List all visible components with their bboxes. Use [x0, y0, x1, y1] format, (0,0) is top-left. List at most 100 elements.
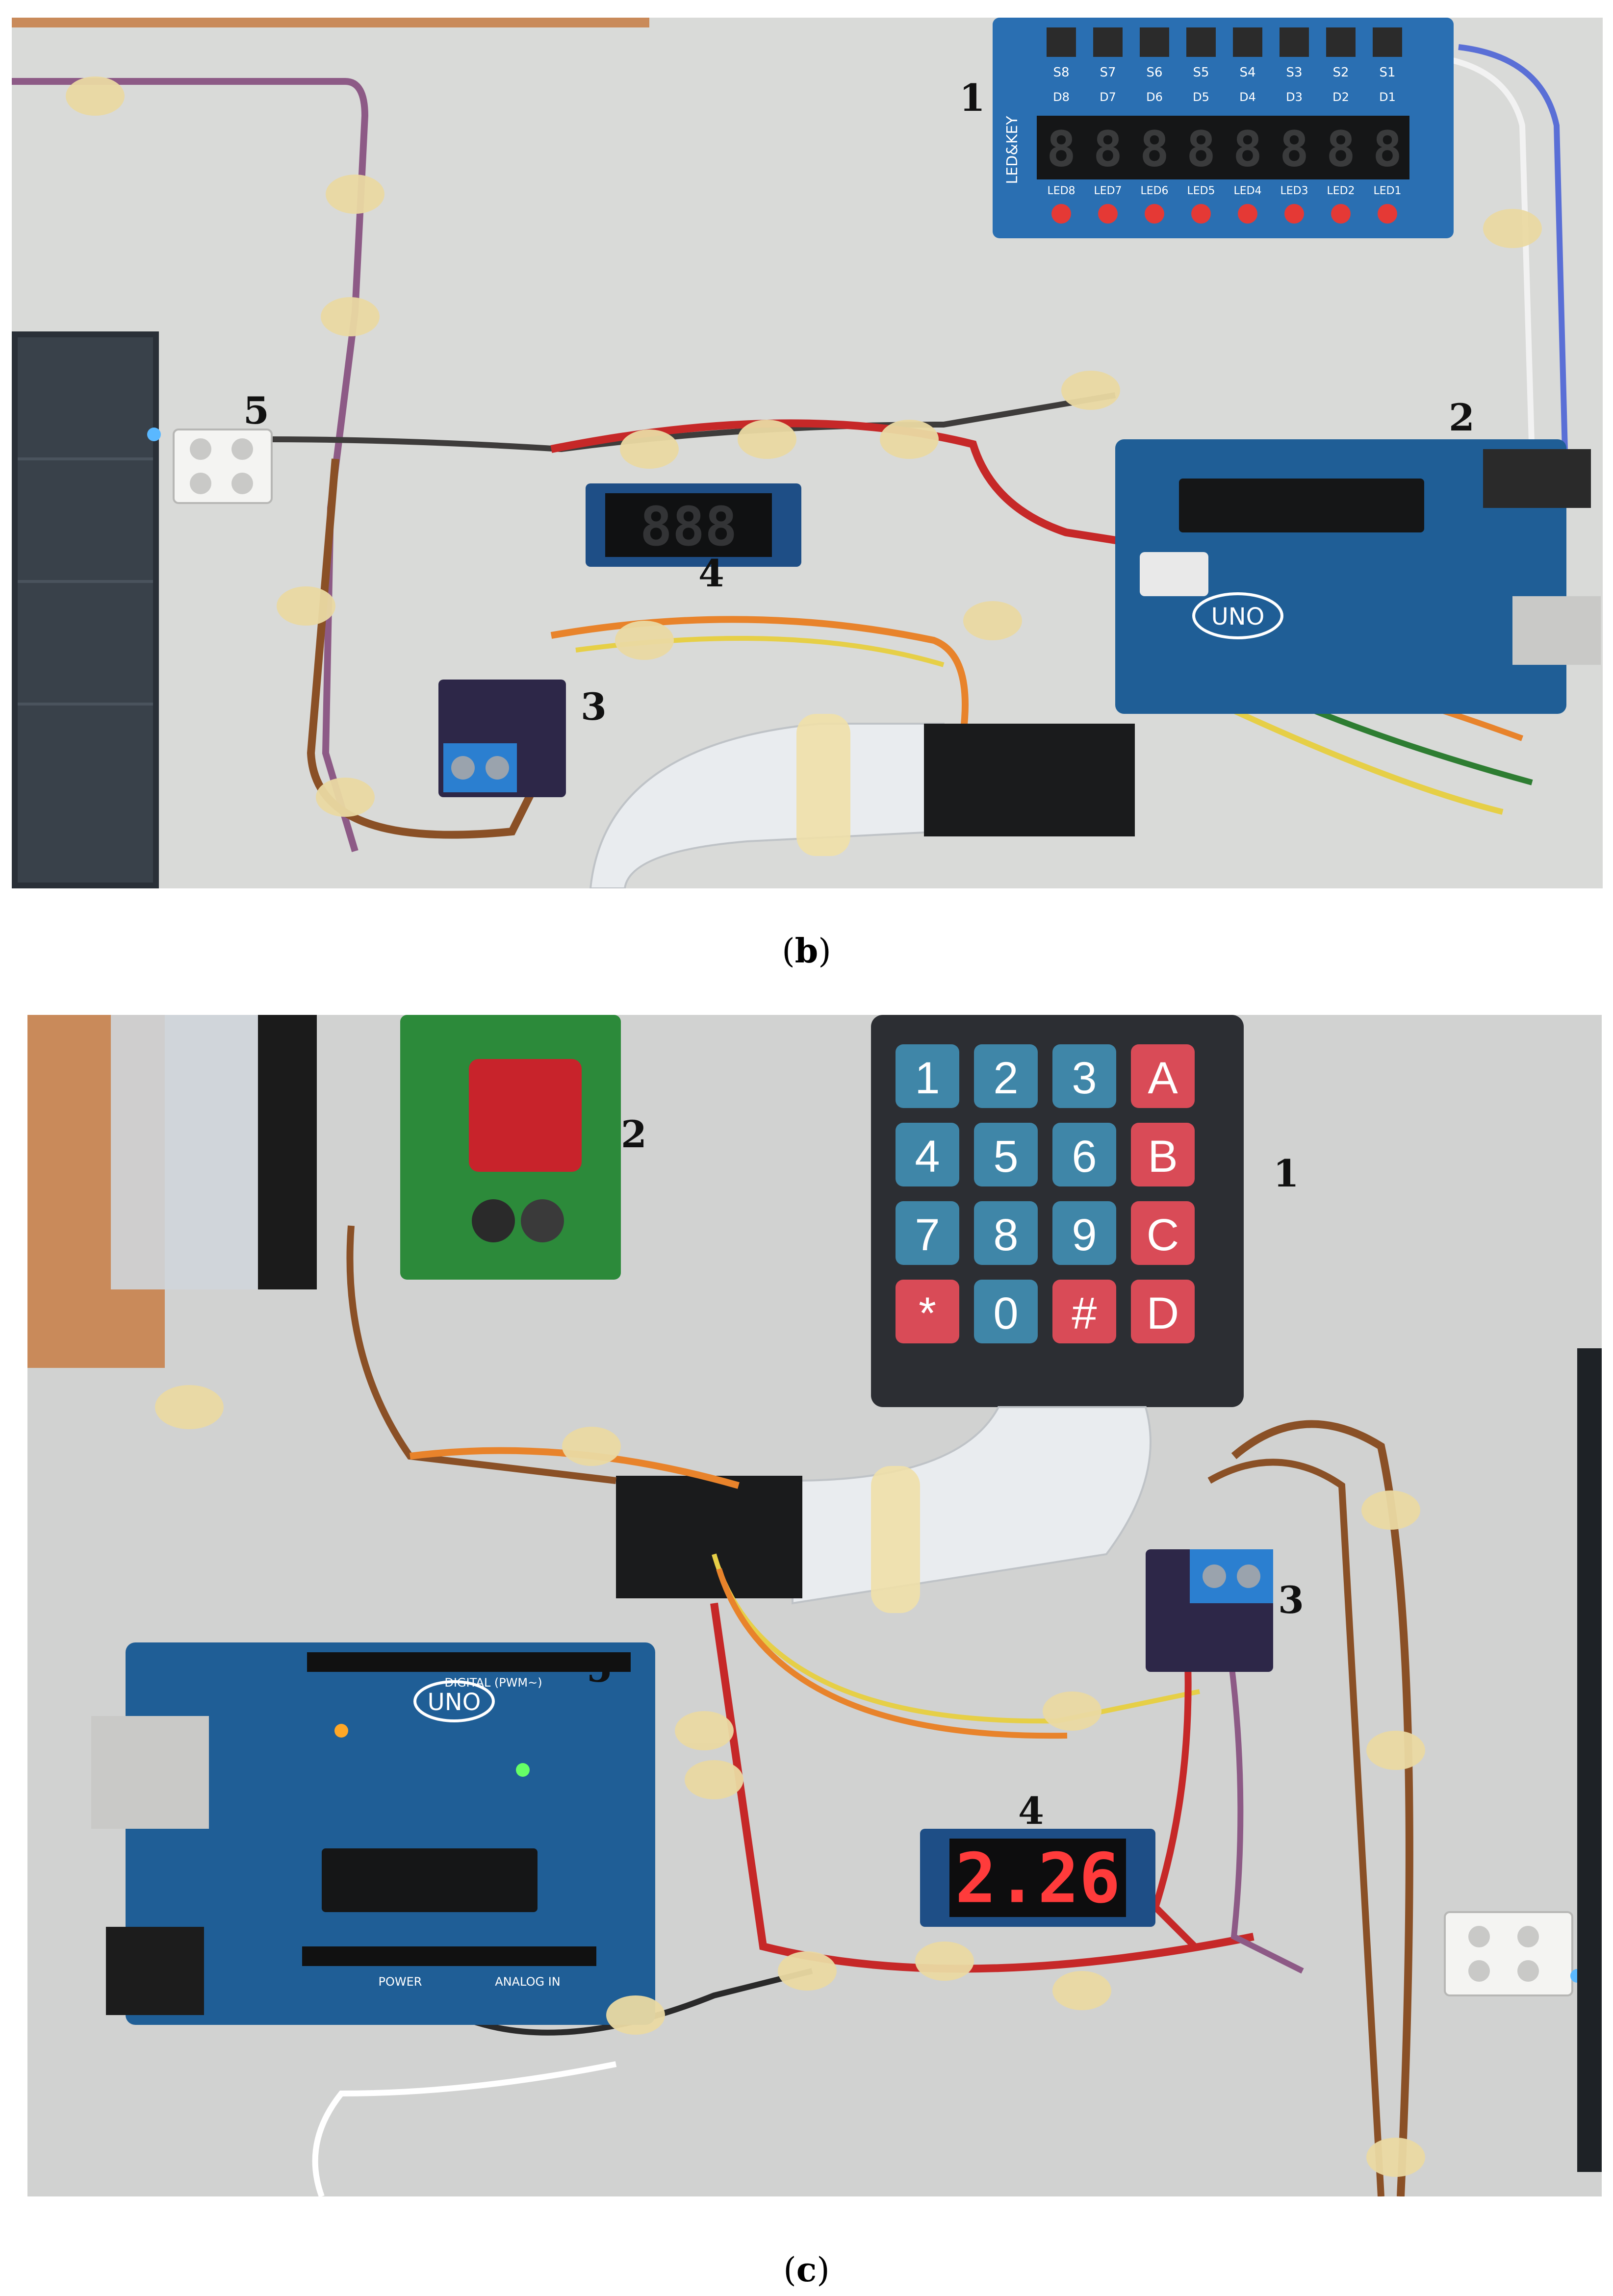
uno-analog-label: ANALOG IN: [495, 1975, 560, 1989]
board-led: [1238, 204, 1257, 224]
arduino-uno-board-b: [1115, 439, 1601, 714]
board-key-button: [1140, 27, 1169, 57]
board-led-label: LED1: [1373, 185, 1401, 197]
board-key-label: S7: [1100, 65, 1116, 80]
board-led-label: LED2: [1327, 185, 1355, 197]
terminal-strip: [111, 1015, 317, 1289]
keypad-key: [1052, 1280, 1116, 1343]
callout-c-1: 1: [1273, 1152, 1299, 1195]
keypad-ribbon-cable-b: [589, 714, 1135, 888]
keypad-key: [1131, 1201, 1195, 1265]
board-led: [1191, 204, 1211, 224]
board-led-label: LED8: [1047, 185, 1075, 197]
keypad-key: [974, 1044, 1038, 1108]
board-digit-label: D3: [1286, 90, 1303, 104]
current-sensor-b: [438, 680, 566, 797]
uno-logo-text-b: UNO: [1211, 603, 1265, 631]
callout-c-2: 2: [621, 1112, 647, 1156]
display-reading-b: 888: [640, 495, 738, 558]
keypad-key-label: 4: [915, 1132, 940, 1182]
board-digit: 8: [1373, 121, 1402, 178]
board-key-label: S3: [1286, 65, 1302, 80]
callout-b-3: 3: [581, 685, 607, 729]
keypad-key-label: D: [1147, 1288, 1179, 1338]
board-key-button: [1326, 27, 1356, 57]
power-supply-board: [400, 1015, 621, 1280]
callout-b-4: 4: [698, 552, 724, 595]
board-led-label: LED7: [1094, 185, 1122, 197]
uno-digital-label: DIGITAL (PWM~): [444, 1676, 542, 1690]
board-key-label: S8: [1053, 65, 1069, 80]
board-digit: 8: [1093, 121, 1123, 178]
keypad-key-label: 1: [915, 1053, 940, 1103]
board-digit-label: D4: [1239, 90, 1256, 104]
display-reading-c: 2.26: [955, 1839, 1120, 1919]
glue-dots-c: [155, 1385, 1425, 2177]
keypad-key: [896, 1123, 959, 1186]
board-digit-label: D6: [1146, 90, 1163, 104]
arduino-uno-board-c: UNO DIGITAL (PWM~) POWER ANALOG IN: [91, 1642, 655, 2025]
keypad-key-label: 6: [1072, 1132, 1097, 1182]
keypad-key-label: 9: [1072, 1210, 1097, 1260]
keypad-key: [974, 1123, 1038, 1186]
callout-b-1: 1: [959, 76, 985, 120]
keypad-key-label: *: [919, 1288, 936, 1338]
panel-b-caption-letter: b: [794, 932, 819, 971]
panel-c-caption-letter: c: [796, 2250, 817, 2290]
board-led: [1378, 204, 1397, 224]
board-led-label: LED4: [1233, 185, 1261, 197]
board-key-label: S4: [1239, 65, 1255, 80]
board-key-label: S2: [1332, 65, 1349, 80]
board-key-button: [1093, 27, 1123, 57]
keypad-key-label: 0: [993, 1288, 1018, 1338]
board-led-label: LED3: [1280, 185, 1308, 197]
panel-c-caption: (c): [783, 2250, 830, 2290]
board-digit-label: D2: [1332, 90, 1349, 104]
board-key-button: [1373, 27, 1402, 57]
glue-dots-b: [66, 76, 1542, 817]
keypad-key-label: 8: [993, 1210, 1018, 1260]
board-led-label: LED5: [1187, 185, 1215, 197]
voltage-display-c: 2.26: [920, 1829, 1155, 1927]
callout-c-4: 4: [1018, 1789, 1044, 1833]
board-led: [1145, 204, 1164, 224]
panel-b-caption: (b): [782, 932, 831, 971]
current-sensor-c: [1146, 1549, 1273, 1672]
callout-b-2: 2: [1449, 396, 1475, 439]
board-digit: 8: [1140, 121, 1169, 178]
keypad-key-label: 5: [993, 1132, 1018, 1182]
keypad-key-label: C: [1147, 1210, 1179, 1260]
board-led: [1098, 204, 1118, 224]
board-digit: 8: [1326, 121, 1356, 178]
keypad-key-label: A: [1148, 1053, 1178, 1103]
keypad-key: [1052, 1044, 1116, 1108]
board-key-button: [1186, 27, 1216, 57]
keypad-key-label: 7: [915, 1210, 940, 1260]
board-digit: 8: [1280, 121, 1309, 178]
board-key-label: S6: [1146, 65, 1162, 80]
board-led: [1284, 204, 1304, 224]
terminal-block-c: [1444, 1911, 1584, 1996]
keypad-key: [1131, 1044, 1195, 1108]
callout-c-3: 3: [1278, 1578, 1304, 1622]
keypad-key-label: B: [1148, 1132, 1178, 1182]
keypad-key: [896, 1201, 959, 1265]
board-led: [1051, 204, 1071, 224]
board-digit-label: D1: [1379, 90, 1396, 104]
board-digit: 8: [1186, 121, 1216, 178]
board-led-label: LED6: [1140, 185, 1168, 197]
board-digit-label: D8: [1053, 90, 1070, 104]
callout-b-5: 5: [243, 389, 269, 432]
uno-power-label: POWER: [379, 1975, 422, 1989]
board-digit: 8: [1047, 121, 1076, 178]
keypad-key-label: 2: [993, 1053, 1018, 1103]
keypad-key: [1052, 1201, 1116, 1265]
keypad-key-label: #: [1072, 1288, 1097, 1338]
board-led: [1331, 204, 1351, 224]
keypad-key: [974, 1201, 1038, 1265]
